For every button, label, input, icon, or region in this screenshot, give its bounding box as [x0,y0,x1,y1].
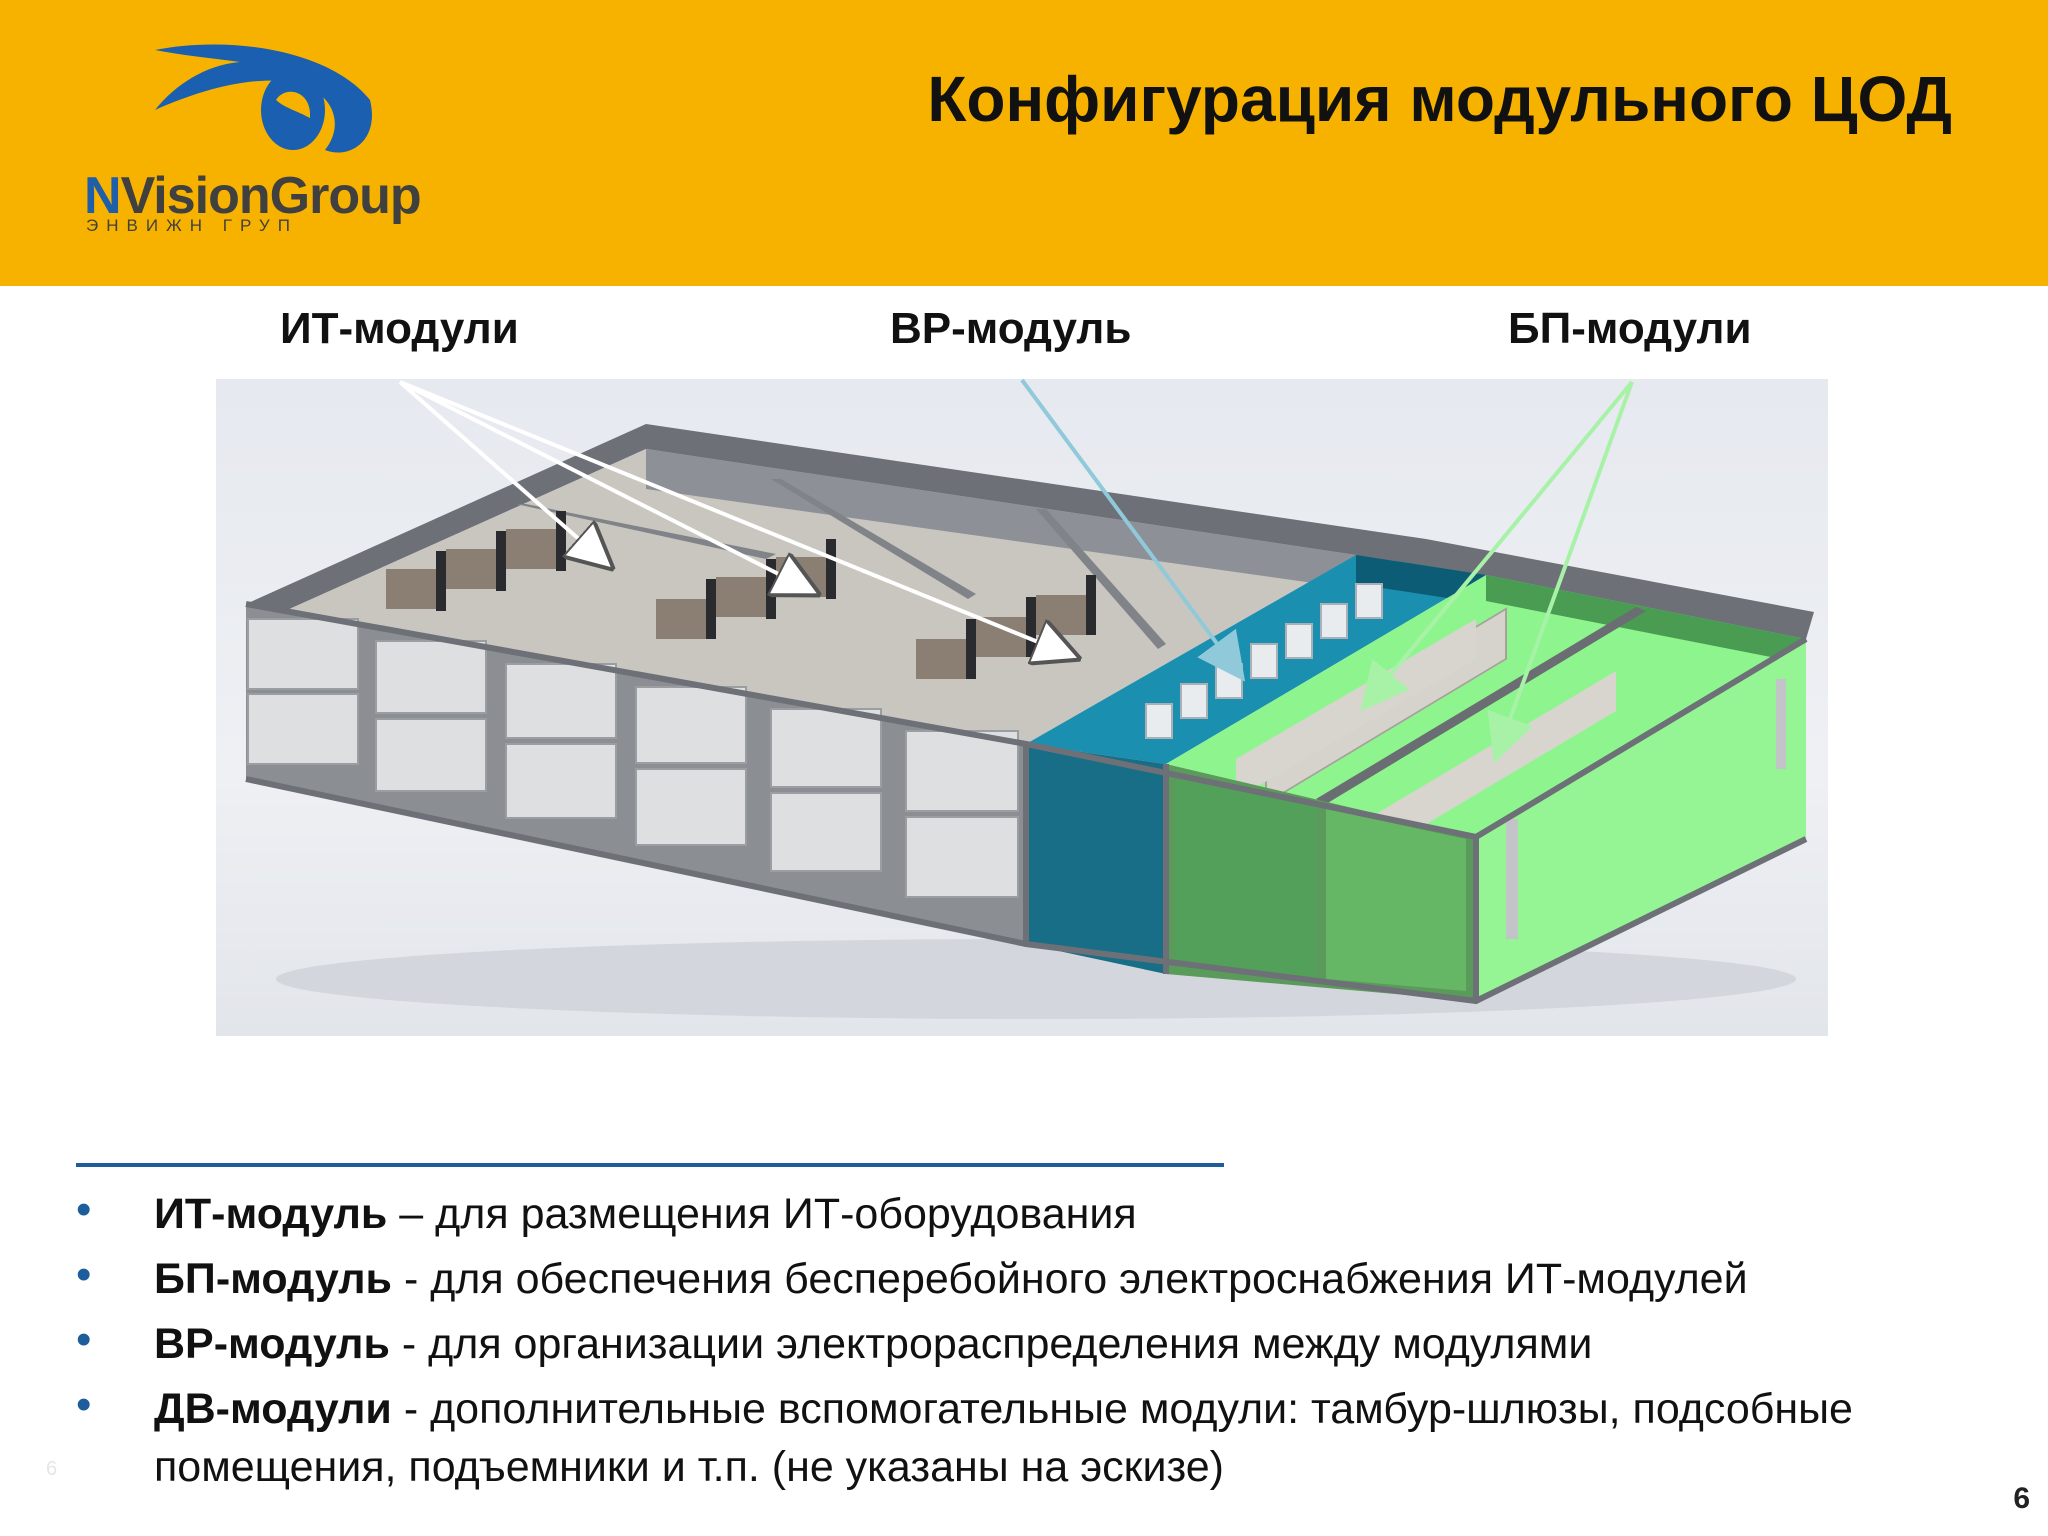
bullet-text: – для размещения ИТ-оборудования [387,1190,1137,1238]
label-bp-modules: БП-модули [1508,304,1752,353]
label-vr-module: ВР-модуль [890,304,1132,353]
company-logo: NVisionGroup ЭНВИЖН ГРУП [80,40,422,240]
bullet-text: - для обеспечения бесперебойного электро… [392,1255,1748,1303]
label-it-modules: ИТ-модули [280,304,519,353]
bullet-icon: • [76,1250,92,1299]
bullet-text: - дополнительные вспомогательные модули:… [154,1385,1853,1491]
bullet-icon: • [76,1380,92,1429]
datacenter-illustration [245,424,1814,1019]
list-item: • ДВ-модули - дополнительные вспомогатель… [76,1380,2006,1496]
bullet-text: - для организации электрораспределения м… [389,1320,1593,1368]
bullet-term: ИТ-модуль [154,1190,388,1238]
header-bar: NVisionGroup ЭНВИЖН ГРУП Конфигурация мо… [0,0,2048,286]
module-descriptions: • ИТ-модуль – для размещения ИТ-оборудова… [76,1185,2006,1503]
slide-title: Конфигурация модульного ЦОД [927,63,1952,135]
logo-subtext: ЭНВИЖН ГРУП [86,216,298,235]
bullet-term: БП-модуль [154,1255,392,1303]
list-item: • ВР-модуль - для организации электрорасп… [76,1315,2006,1373]
bullet-term: ВР-модуль [154,1320,390,1368]
logo-wordmark-initial: N [84,167,122,225]
list-item: • БП-модуль - для обеспечения бесперебойн… [76,1250,2006,1308]
page-number: 6 [2013,1482,2030,1515]
section-divider [76,1163,1224,1167]
datacenter-rendering [216,379,1828,1036]
bullet-icon: • [76,1315,92,1364]
list-item: • ИТ-модуль – для размещения ИТ-оборудова… [76,1185,2006,1243]
logo-wordmark: NVisionGroup [84,166,422,226]
logo-wordmark-rest: VisionGroup [120,167,422,225]
bullet-icon: • [76,1185,92,1234]
corner-slide-number: 6 [46,1458,58,1480]
logo-eye-icon [155,44,372,153]
bullet-term: ДВ-модули [154,1385,392,1433]
